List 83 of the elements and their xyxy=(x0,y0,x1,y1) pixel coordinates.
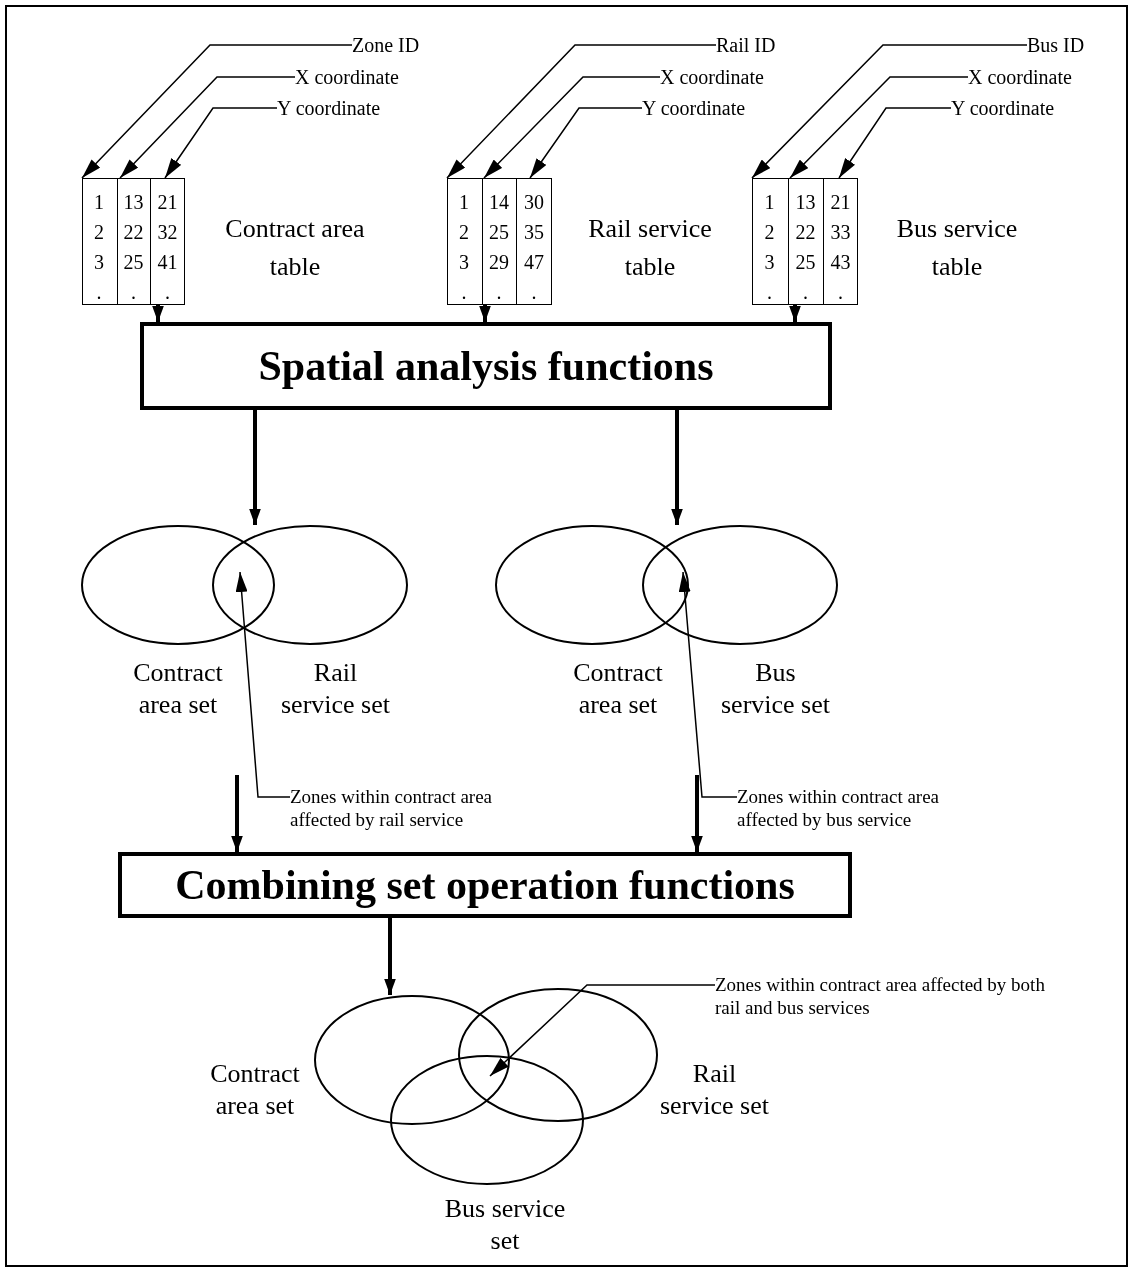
table-cell-text: 25 xyxy=(489,220,509,245)
leader-line xyxy=(446,44,717,179)
data-table xyxy=(752,178,858,305)
set-label: Rail service set xyxy=(280,657,391,721)
table-title: Bus service table xyxy=(895,213,1019,283)
annotation-text: Zones within contract area affected by rail service xyxy=(290,785,540,831)
leader-line xyxy=(751,44,1028,179)
annotation-text: Zones within contract area affected by bus service xyxy=(737,785,987,831)
leader-line xyxy=(235,571,291,798)
table-cell-text: 22 xyxy=(123,220,144,245)
column-label: Rail ID xyxy=(716,33,776,57)
column-label: X coordinate xyxy=(660,65,764,89)
table-cell-text: 14 xyxy=(489,190,509,215)
set-label: Rail service set xyxy=(659,1058,770,1122)
function-box: Combining set operation functions xyxy=(118,852,852,918)
table-cell-text: 1 xyxy=(764,190,775,215)
table-cell-text: 43 xyxy=(830,250,851,275)
table-cell-text: 32 xyxy=(157,220,178,245)
table-cell-text: . xyxy=(131,280,136,305)
table-cell-text: 47 xyxy=(524,250,544,275)
arrow xyxy=(691,775,703,852)
table-cell-text: 2 xyxy=(764,220,775,245)
arrow xyxy=(671,410,683,525)
data-table xyxy=(82,178,185,305)
table-cell-text: 1 xyxy=(459,190,469,215)
table-cell-text: 2 xyxy=(459,220,469,245)
table-cell-text: 33 xyxy=(830,220,851,245)
table-cell-text: . xyxy=(803,280,808,305)
leader-line xyxy=(164,107,278,179)
set-label: Contract area set xyxy=(209,1058,301,1122)
leader-line xyxy=(838,107,952,179)
table-title: Contract area table xyxy=(224,213,366,283)
table-cell-text: . xyxy=(531,280,537,305)
table-cell-text: 3 xyxy=(94,250,104,275)
table-cell-text: 2 xyxy=(94,220,104,245)
table-cell-text: 3 xyxy=(764,250,775,275)
arrow xyxy=(231,775,243,852)
table-cell-text: 21 xyxy=(830,190,851,215)
table-cell-text: 13 xyxy=(123,190,144,215)
table-cell-text: 1 xyxy=(94,190,104,215)
data-table xyxy=(447,178,552,305)
table-cell-text: . xyxy=(838,280,843,305)
table-cell-text: . xyxy=(496,280,502,305)
table-cell-text: 30 xyxy=(524,190,544,215)
leader-line xyxy=(529,107,643,179)
column-label: Zone ID xyxy=(352,33,420,57)
table-cell-text: 25 xyxy=(795,250,816,275)
table-cell-text: . xyxy=(461,280,467,305)
column-label: Y coordinate xyxy=(642,96,746,120)
arrow xyxy=(789,305,801,322)
table-cell-text: 3 xyxy=(459,250,469,275)
table-cell-text: 21 xyxy=(157,190,178,215)
leader-line xyxy=(81,44,353,179)
leader-line xyxy=(678,571,738,798)
arrow xyxy=(152,305,164,322)
table-cell-text: 35 xyxy=(524,220,544,245)
column-label: X coordinate xyxy=(295,65,399,89)
leader-line xyxy=(789,76,969,179)
set-label: Bus service set xyxy=(443,1193,567,1257)
column-label: Y coordinate xyxy=(277,96,381,120)
column-label: Y coordinate xyxy=(951,96,1055,120)
leader-line xyxy=(483,76,661,179)
table-cell-text: 29 xyxy=(489,250,509,275)
table-cell-text: 22 xyxy=(795,220,816,245)
annotation-text: Zones within contract area affected by both rail and bus services xyxy=(715,973,1050,1019)
set-label: Bus service set xyxy=(720,657,831,721)
table-cell-text: . xyxy=(96,280,102,305)
table-cell-text: 41 xyxy=(157,250,178,275)
arrow xyxy=(249,410,261,525)
leader-line xyxy=(119,76,296,179)
table-title: Rail service table xyxy=(587,213,713,283)
table-cell-text: . xyxy=(165,280,170,305)
arrow xyxy=(384,918,396,995)
set-label: Contract area set xyxy=(132,657,224,721)
table-cell-text: . xyxy=(767,280,772,305)
column-label: Bus ID xyxy=(1027,33,1085,57)
function-box: Spatial analysis functions xyxy=(140,322,832,410)
leader-line xyxy=(489,984,716,1077)
column-label: X coordinate xyxy=(968,65,1072,89)
table-cell-text: 13 xyxy=(795,190,816,215)
arrow xyxy=(479,305,491,322)
set-label: Contract area set xyxy=(572,657,664,721)
table-cell-text: 25 xyxy=(123,250,144,275)
